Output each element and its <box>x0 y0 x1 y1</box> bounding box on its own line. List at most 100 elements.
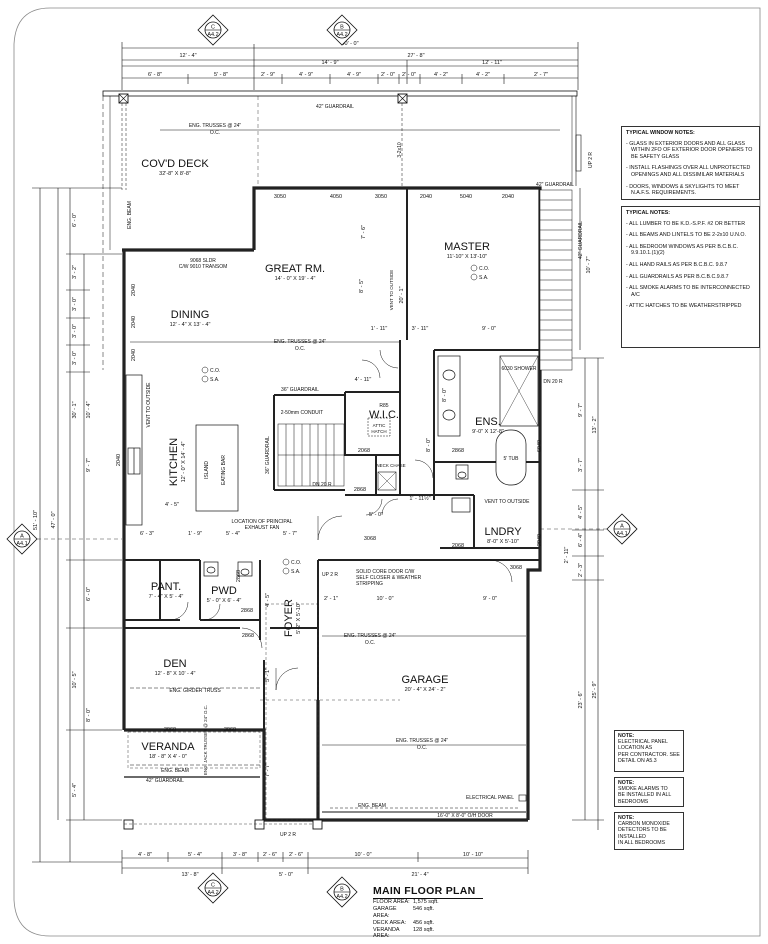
dim-left-item: 5' - 4" <box>72 783 78 797</box>
interior-dim: 9' - 0" <box>482 326 496 332</box>
oc-garage1: O.C. <box>365 640 375 646</box>
bottom-dimensions <box>121 850 529 874</box>
dim-left-item: 3' - 0" <box>72 351 78 365</box>
note-line: PER CONTRACTOR. SEE <box>618 751 680 758</box>
dim-left-item: 10' - 5" <box>72 671 78 688</box>
columns <box>123 819 323 830</box>
guardrail-stair-side: 36" GUARDRAIL <box>265 436 271 474</box>
area-row: FLOOR AREA:1,575 sqft. <box>373 899 483 906</box>
dim-top-total: 40' - 0" <box>341 41 358 47</box>
dim-top-row-item: 2' - 0" <box>402 72 416 78</box>
marker-sheet: A4.1 <box>16 541 27 547</box>
beam-label: 3-2x10 <box>397 142 403 158</box>
dim-left-values: 6' - 0"3' - 2"3' - 0"3' - 0"3' - 0"30' -… <box>72 213 92 797</box>
vent-outside-lndry: VENT TO OUTSIDE <box>484 499 530 505</box>
guardrail-veranda: 42" GUARDRAIL <box>146 778 184 784</box>
marker-sheet: A4.2 <box>207 890 218 896</box>
dim-bottom-row-item: 2' - 6" <box>289 852 303 858</box>
room-den: DEN <box>163 658 186 670</box>
room-covd-deck: COV'D DECK <box>141 158 209 170</box>
room-pant: PANT. <box>151 581 181 593</box>
typical-note-item: - ALL HAND RAILS AS PER B.C.B.C. 9.8.7 <box>626 262 728 269</box>
dn20r-stair: DN 20 R <box>312 482 332 488</box>
dim-right-item: 3' - 7" <box>578 458 584 472</box>
deck-stairs <box>539 189 573 371</box>
dim-right-item: 4' - 5" <box>578 505 584 519</box>
dim-top-row-item: 4' - 2" <box>434 72 448 78</box>
interior-dim: 5' - 0" <box>369 512 383 518</box>
dim-top-row-item: 4' - 9" <box>299 72 313 78</box>
interior-dim: 2' - 1" <box>324 596 338 602</box>
attic-hatch-2: HATCH <box>371 429 386 434</box>
interior-dim: 20' - 1" <box>399 286 405 303</box>
window-label: 6040 <box>537 440 543 452</box>
up2r-bottom: UP 2 R <box>280 832 296 838</box>
dim-right-item: 2' - 11" <box>564 547 570 564</box>
interior-dim: 5' - 4" <box>226 531 240 537</box>
interior-dim: 10' - 0" <box>376 596 393 602</box>
door-swings <box>169 349 513 691</box>
dim-bottom-row-item: 4' - 8" <box>138 852 152 858</box>
room-kitchen-dims: 12' - 0" X 14' - 4" <box>181 442 187 483</box>
note-heading: NOTE: <box>618 780 635 786</box>
note-line: CARBON MONOXIDE <box>618 821 670 828</box>
interior-walls <box>124 188 540 730</box>
dim-bottom-row-item: 2' - 6" <box>263 852 277 858</box>
marker-num: C <box>211 883 215 889</box>
marker-num: B <box>340 25 344 31</box>
co-foyer: C.O. <box>291 560 301 566</box>
area-label: GARAGE AREA: <box>373 905 397 919</box>
eating-bar-label: EATING BAR <box>221 455 227 485</box>
typical-note-item: - ATTIC HATCHES TO BE WEATHERSTRIPPED <box>626 303 742 310</box>
vent-outside-kitchen: VENT TO OUTSIDE <box>146 382 152 428</box>
co-sa-markers <box>201 264 478 575</box>
jack-trusses: ENG. JACK TRUSSES @ 24" O.C. <box>203 705 208 775</box>
interior-dim: 1' - 9" <box>188 531 202 537</box>
room-dining: DINING <box>171 309 210 321</box>
eng-trusses-top: ENG. TRUSSES @ 24" <box>189 123 242 129</box>
window-label: 4050 <box>330 194 342 200</box>
section-marker-bottom-right: B A4.2 <box>326 876 358 908</box>
room-foyer-dims: 5'-2" X 5'-10" <box>296 602 302 634</box>
dim-right-item: 23' - 6" <box>578 691 584 708</box>
note-heading: NOTE: <box>618 815 635 821</box>
eng-trusses-garage1: ENG. TRUSSES @ 24" <box>344 633 397 639</box>
interior-dim: 4' - 11" <box>355 377 372 383</box>
room-den-dims: 12' - 8" X 10' - 4" <box>155 671 196 677</box>
section-marker-top-left: C A4.2 <box>197 14 229 46</box>
shower-label: 6030 SHOWER <box>501 366 536 372</box>
left-dimensions <box>32 187 122 863</box>
window-label: 2868 <box>236 570 242 582</box>
room-great-rm-dims: 14' - 0" X 19' - 4" <box>275 276 316 282</box>
dim-bottom-row-item: 10' - 0" <box>354 852 371 858</box>
up2r-foyer: UP 2 R <box>322 572 338 578</box>
window-note-item: - DOORS, WINDOWS & SKYLIGHTS TO MEET N.A… <box>626 183 740 197</box>
room-veranda: VERANDA <box>141 741 195 753</box>
attic-hatch: ATTIC <box>373 423 386 428</box>
eng-beam-left: ENG. BEAM <box>127 201 133 229</box>
dim-right-item: 6' - 4" <box>578 533 584 547</box>
dim-left-item: 3' - 2" <box>72 265 78 279</box>
interior-dim: 3' - 11" <box>412 326 429 332</box>
window-label: 3050 <box>375 194 387 200</box>
typical-note-item: - ALL LUMBER TO BE K.D.-S.P.F. #2 OR BET… <box>626 220 746 227</box>
room-kitchen: KITCHEN <box>168 438 180 486</box>
interior-dim: 7' - 6" <box>361 225 367 239</box>
dim-top-row-item: 4' - 9" <box>347 72 361 78</box>
title-block: MAIN FLOOR PLAN FLOOR AREA:1,575 sqft.GA… <box>373 885 483 940</box>
area-value: 546 sqft. <box>413 905 435 912</box>
window-label: 2068 <box>452 543 464 549</box>
guardrail-top: 42" GUARDRAIL <box>316 104 354 110</box>
dim-left-total: 51' - 10" <box>33 510 39 530</box>
dim-top-row-item: 2' - 0" <box>381 72 395 78</box>
eng-beam-veranda: ENG. BEAM <box>161 768 189 774</box>
dim-left-item: 3' - 0" <box>72 297 78 311</box>
typical-notes-list: - ALL LUMBER TO BE K.D.-S.P.F. #2 OR BET… <box>626 221 755 310</box>
section-marker-right: A A4.1 <box>606 513 638 545</box>
truss-lines <box>130 341 526 813</box>
window-label: 2868 <box>241 608 253 614</box>
kitchen-counters <box>125 374 239 526</box>
